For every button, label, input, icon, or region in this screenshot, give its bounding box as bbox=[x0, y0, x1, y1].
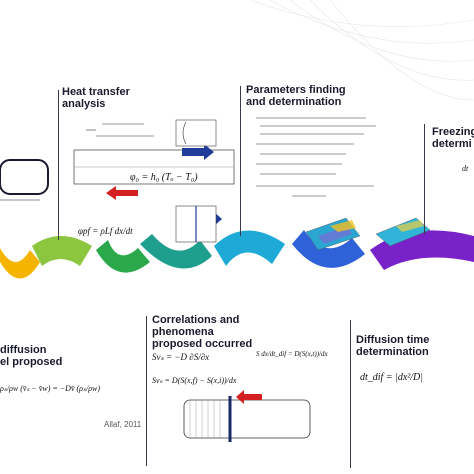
divider-1 bbox=[58, 90, 59, 240]
wave-segment-cyan bbox=[214, 230, 285, 266]
red-arrow-1 bbox=[116, 190, 138, 196]
divider-2 bbox=[240, 86, 241, 236]
equation-phi-pf: φpf = ρLf dx/dt bbox=[78, 226, 133, 236]
divider-3 bbox=[424, 124, 425, 234]
wave-segment-yellow bbox=[0, 248, 40, 279]
equation-rho-left: ρₛ/ρw (v̄ₛ − v̄w) = −Dv̄ (ρₛ/ρw) bbox=[0, 384, 101, 393]
reference-label: Allaf, 2011 bbox=[104, 420, 142, 429]
parameter-equations-block bbox=[256, 117, 376, 197]
equation-dt-dif: dt_dif = |dx²/D| bbox=[360, 372, 424, 383]
red-arrow-3 bbox=[244, 394, 262, 400]
divider-5 bbox=[350, 320, 351, 468]
equation-dt-small: dt bbox=[462, 164, 469, 173]
divider-4 bbox=[146, 316, 147, 466]
equation-sv-s2: Svₛ = D(S(x,f) − S(x,i))/dx bbox=[152, 376, 237, 385]
blue-arrow-1 bbox=[182, 148, 204, 156]
wave-segment-green bbox=[96, 240, 150, 273]
equation-sv-s: Svₛ = −D ∂S/∂x bbox=[152, 352, 210, 362]
wave-segment-blue bbox=[292, 230, 365, 268]
wave-segment-light-green bbox=[32, 236, 92, 266]
left-pipe bbox=[0, 159, 49, 195]
bottom-cylinder bbox=[183, 399, 311, 439]
wave-segment-teal bbox=[140, 234, 212, 269]
equation-phi-o: φ₀ = h₀ (Tₒ − T₀) bbox=[130, 172, 198, 183]
heat-equation-block bbox=[86, 123, 154, 137]
equation-s-dx: S dx/dt_dif = D(S(x,t))/dx bbox=[256, 350, 328, 358]
